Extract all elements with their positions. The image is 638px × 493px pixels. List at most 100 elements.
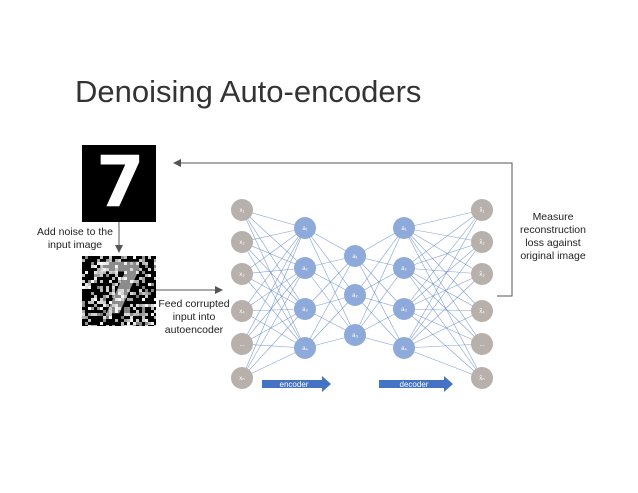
connection-line [403,241,483,269]
decoder-hidden-node: a₁ [393,217,415,239]
decoder-hidden-node: a₂ [393,257,415,279]
encoder-hidden-node-label: a₄ [302,346,308,352]
connection-line [241,267,306,379]
output-node-circle [471,367,493,389]
connection-line [304,294,356,349]
decoder-hidden-node-label: a₁ [401,226,406,232]
decoder-hidden-node-label: a₂ [401,266,407,272]
connection-line [241,310,306,349]
output-node-circle [471,231,493,253]
connection-line [241,227,306,345]
connection-line [354,267,405,336]
decoder-hidden-node: a₃ [393,298,415,320]
output-node-circle [471,333,493,355]
noise-pattern [82,256,156,326]
decoder-hidden-node-circle [393,337,415,359]
connection-line [403,241,483,349]
connection-line [354,255,405,310]
digit-seven: 7 [96,145,145,222]
output-node-label: x̂₂ [479,240,485,246]
bottleneck-node-circle [344,324,366,346]
decoder-label: decoder [400,380,429,389]
input-node: xₙ [231,367,253,389]
connection-line [403,267,483,312]
connection-line [403,227,483,312]
connection-line [403,267,483,345]
output-node: x̂₃ [471,263,493,285]
input-node-label: ... [239,342,244,348]
decoder-arrow: decoder [379,376,453,392]
add-noise-caption: Add noise to the input image [37,226,113,251]
connection-line [403,347,483,379]
connection-line [403,209,483,310]
input-node-circle [231,231,253,253]
connection-line [403,209,483,349]
connection-line [241,308,306,345]
encoder-hidden-node: a₁ [294,217,316,239]
bottleneck-node-label: a₂ [352,293,358,299]
connection-line [403,241,483,310]
output-node-label: ... [479,342,484,348]
bottleneck-node-circle [344,284,366,306]
input-node: ... [231,333,253,355]
decoder-hidden-node-circle [393,257,415,279]
output-node-circle [471,199,493,221]
connection-line [304,255,356,349]
connection-line [403,227,483,345]
connection-line [304,255,356,310]
encoder-hidden-node-label: a₁ [302,226,307,232]
input-node: x₂ [231,231,253,253]
connection-line [241,241,306,349]
connection-line [241,241,306,310]
measure-caption: Measure reconstruction loss against orig… [520,211,586,262]
connection-line [403,267,483,275]
encoder-hidden-node-circle [294,217,316,239]
connection-line [241,209,306,269]
input-node-circle [231,199,253,221]
connection-line [403,308,483,379]
connection-line [403,227,483,243]
output-node-label: x̂₁ [479,208,484,214]
input-node: x₃ [231,263,253,285]
bottleneck-node-circle [344,245,366,267]
output-node: x̂₂ [471,231,493,253]
connection-line [241,273,306,310]
reconstruction-feedback-arrow [173,159,513,297]
connection-line [241,347,306,379]
original-digit-image: 7 [82,145,156,222]
connection-line [354,227,405,336]
feed-caption: Feed corrupted input into autoencoder [158,298,230,336]
connection-line [403,308,483,345]
input-node: x₄ [231,300,253,322]
connection-line [403,267,483,379]
output-node-label: x̂₃ [479,272,485,278]
output-node-circle [471,300,493,322]
connection-line [241,227,306,379]
connection-line [403,310,483,349]
encoder-hidden-node-circle [294,337,316,359]
connection-line [403,209,483,229]
input-node-circle [231,300,253,322]
output-node: x̂₄ [471,300,493,322]
encoder-hidden-node: a₂ [294,257,316,279]
output-node: ... [471,333,493,355]
noisy-digit-image: 7 [82,256,156,326]
connection-line [241,209,306,349]
encoder-hidden-node: a₃ [294,298,316,320]
decoder-hidden-node-circle [393,217,415,239]
input-node-label: x₃ [239,272,245,278]
connection-line [241,227,306,275]
noisy-digit-seven: 7 [96,256,145,326]
input-node-circle [231,333,253,355]
output-node-label: x̂ₙ [479,376,485,382]
bottleneck-node-label: a₁ [352,254,357,260]
encoder-label: encoder [280,380,309,389]
encoder-hidden-node-circle [294,298,316,320]
output-node: x̂₁ [471,199,493,221]
output-node: x̂ₙ [471,367,493,389]
output-node-label: x̂₄ [479,309,485,315]
input-node-label: x₂ [239,240,245,246]
connection-line [403,227,483,275]
slide-title: Denoising Auto-encoders [75,74,422,109]
connection-line [354,227,405,296]
